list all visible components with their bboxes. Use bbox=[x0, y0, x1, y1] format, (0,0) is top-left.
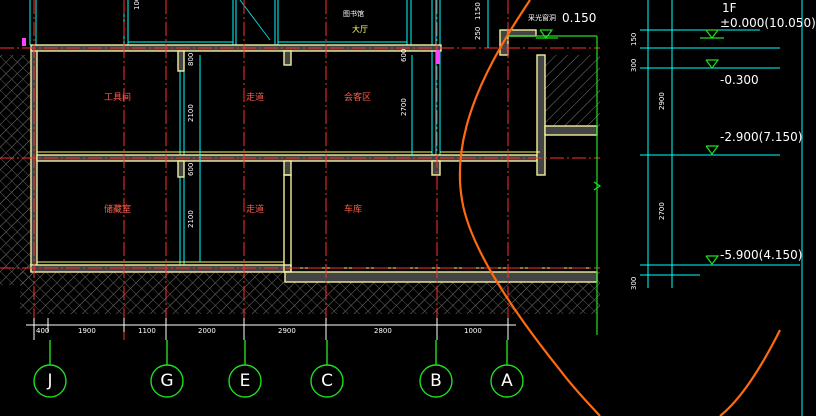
drain-label: 采光窗洞 bbox=[528, 13, 556, 22]
mid-dim-6: 2700 bbox=[400, 98, 408, 116]
axis-label-b: B bbox=[430, 371, 442, 391]
room-label-storage: 储藏室 bbox=[104, 203, 131, 215]
right-dims: 150 300 2900 2700 300 bbox=[630, 33, 666, 290]
bottom-dim-7: 1000 bbox=[464, 327, 482, 335]
top-dim-3: 1150 bbox=[474, 2, 482, 20]
mid-dims: 800 2100 600 2100 600 2700 bbox=[187, 49, 408, 228]
bottom-dimension-chain bbox=[26, 318, 516, 340]
level-3: -2.900(7.150) bbox=[720, 130, 802, 144]
top-dims: 100 250 1150 bbox=[133, 0, 482, 40]
right-dim-2: 300 bbox=[630, 59, 638, 72]
level-markers bbox=[536, 29, 724, 265]
room-label-garage: 车库 bbox=[344, 203, 362, 215]
mid-dim-3: 600 bbox=[187, 163, 195, 176]
floor-name: 1F bbox=[722, 1, 737, 15]
level-2: -0.300 bbox=[720, 73, 759, 87]
upper-structure bbox=[29, 0, 441, 265]
level-4: -5.900(4.150) bbox=[720, 248, 802, 262]
level-1: ±0.000(10.050) bbox=[720, 16, 816, 30]
axis-bubbles bbox=[33, 340, 524, 398]
revision-cloud bbox=[458, 0, 601, 416]
mid-dim-2: 2100 bbox=[187, 104, 195, 122]
bottom-dim-5: 2900 bbox=[278, 327, 296, 335]
markers bbox=[22, 38, 440, 64]
soil-hatch-left bbox=[0, 55, 34, 285]
room-label-reception: 会客区 bbox=[344, 91, 371, 103]
revision-cloud-right bbox=[719, 329, 781, 416]
bottom-dim-6: 2800 bbox=[374, 327, 392, 335]
axis-label-g: G bbox=[160, 371, 173, 391]
green-lines bbox=[508, 35, 602, 335]
top-dim-2: 250 bbox=[474, 27, 482, 40]
top-dim-1: 100 bbox=[133, 0, 141, 10]
right-dimension-lines bbox=[199, 0, 803, 416]
mid-dim-1: 800 bbox=[187, 53, 195, 66]
bottom-dim-1: 400 bbox=[36, 327, 49, 335]
room-label-tool-room: 工具间 bbox=[104, 91, 131, 103]
right-dim-1: 150 bbox=[630, 33, 638, 46]
bottom-dim-4: 2000 bbox=[198, 327, 216, 335]
bottom-dim-3: 1100 bbox=[138, 327, 156, 335]
axis-label-j: J bbox=[46, 371, 52, 391]
ground-level: 0.150 bbox=[562, 11, 596, 25]
bottom-dim-2: 1900 bbox=[78, 327, 96, 335]
right-dim-5: 300 bbox=[630, 277, 638, 290]
axis-grid bbox=[0, 0, 600, 340]
mid-dim-4: 2100 bbox=[187, 210, 195, 228]
mid-dim-5: 600 bbox=[400, 49, 408, 62]
top-sub-label: 大厅 bbox=[352, 24, 368, 34]
room-label-corridor-upper: 走道 bbox=[246, 91, 264, 103]
right-dim-3: 2900 bbox=[658, 92, 666, 110]
axis-label-c: C bbox=[321, 371, 333, 391]
right-dim-4: 2700 bbox=[658, 202, 666, 220]
axis-label-e: E bbox=[240, 371, 251, 391]
top-room-label: 图书馆 bbox=[343, 9, 364, 18]
room-label-corridor-lower: 走道 bbox=[246, 203, 264, 215]
walls bbox=[30, 29, 598, 283]
axis-label-a: A bbox=[501, 371, 513, 391]
